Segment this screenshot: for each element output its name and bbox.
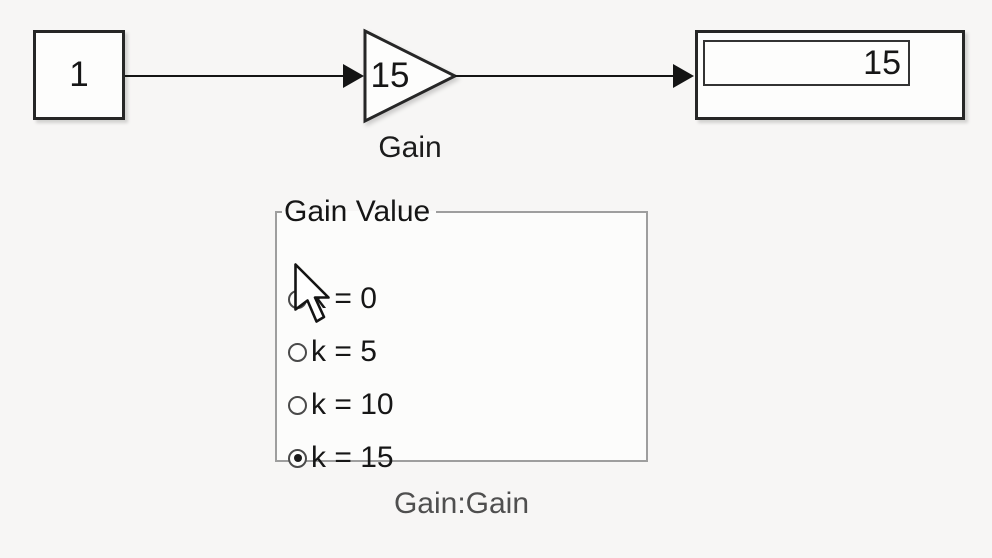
radio-button-icon[interactable] — [288, 342, 307, 362]
radio-option-k-15[interactable]: k = 15 — [288, 441, 394, 474]
gain-block-label: Gain — [378, 131, 442, 164]
constant-block[interactable]: 1 — [33, 30, 125, 120]
panel-caption: Gain:Gain — [393, 487, 530, 520]
radio-option-k-10[interactable]: k = 10 — [288, 388, 394, 421]
radio-button-icon[interactable] — [288, 448, 307, 468]
radio-button-icon[interactable] — [288, 395, 307, 415]
signal-wire-gain-to-display[interactable] — [455, 75, 673, 77]
radio-option-k-5[interactable]: k = 5 — [288, 335, 377, 368]
wire-arrowhead-icon — [673, 64, 694, 88]
radio-label: k = 10 — [311, 388, 394, 421]
gain-value-group-title: Gain Value — [284, 195, 431, 228]
radio-label: k = 15 — [311, 441, 394, 474]
wire-arrowhead-icon — [343, 64, 364, 88]
gain-block-value: 15 — [370, 56, 410, 95]
display-block-readout: 15 — [703, 40, 910, 86]
gain-block[interactable] — [362, 27, 458, 125]
signal-wire-constant-to-gain[interactable] — [125, 75, 343, 77]
radio-label: k = 5 — [311, 335, 377, 368]
gain-value-group-box: Gain Value k = 0 k = 5 k = 10 k = 15 — [275, 195, 648, 474]
mouse-cursor-icon — [294, 263, 330, 323]
